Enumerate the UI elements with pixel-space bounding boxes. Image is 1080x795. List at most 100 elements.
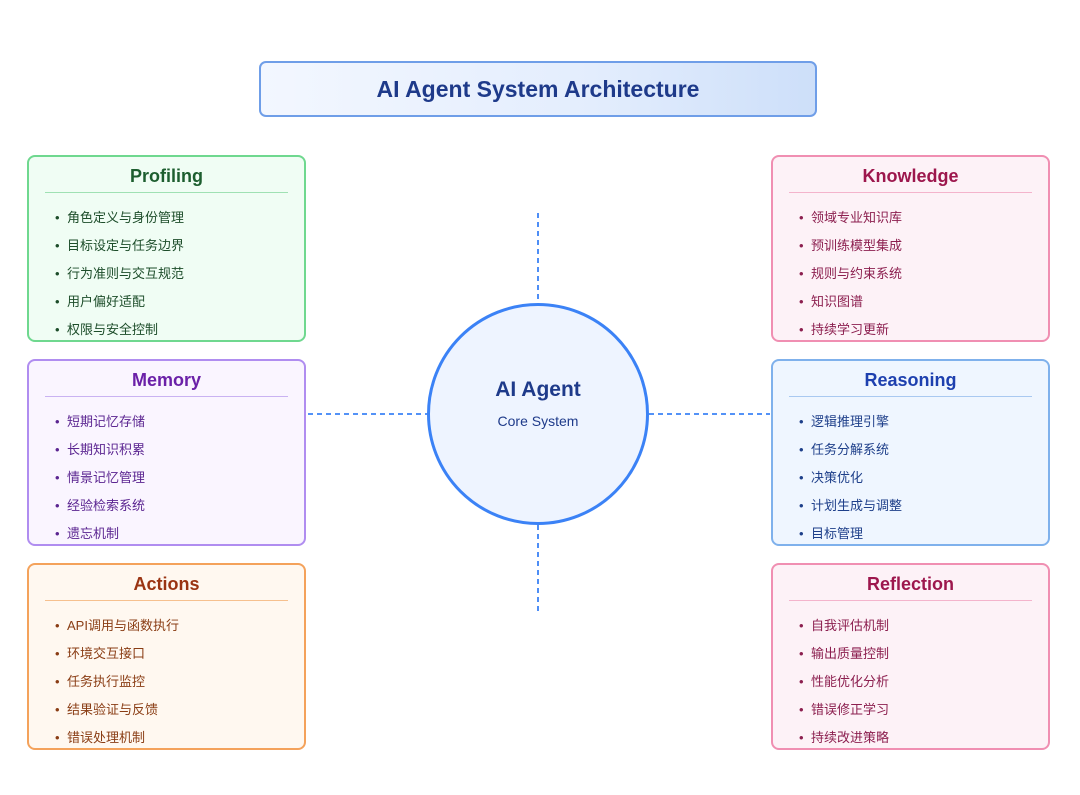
reflection-card: Reflection •自我评估机制 •输出质量控制 •性能优化分析 •错误修正… (771, 563, 1050, 750)
list-item: • 经验检索系统 (55, 492, 145, 520)
bullet: • (799, 702, 804, 717)
item-label: 持续改进策略 (811, 730, 890, 745)
profiling-title: Profiling (130, 166, 203, 186)
item-label: 逻辑推理引擎 (811, 414, 890, 429)
list-item: • 计划生成与调整 (799, 492, 902, 520)
item-label: 错误处理机制 (67, 730, 146, 745)
list-item: • 逻辑推理引擎 (799, 408, 902, 436)
list-item: • 错误修正学习 (799, 696, 889, 724)
item-label: 领域专业知识库 (811, 210, 903, 225)
actions-card: Actions •API调用与函数执行 • 环境交互接口 • 任务执行监控 •结果验… (27, 563, 306, 750)
list-item: • 遗忘机制 (55, 520, 145, 548)
bullet: • (799, 322, 804, 337)
list-item: • 短期记忆存储 (55, 408, 145, 436)
bullet: • (55, 238, 60, 253)
list-item: •知识图谱 (799, 288, 902, 316)
item-label: 目标设定与任务边界 (67, 238, 185, 253)
core-circle: AI Agent Core System (427, 303, 649, 525)
bullet: • (799, 618, 804, 633)
actions-divider (45, 600, 288, 601)
list-item: • 自我评估机制 (799, 612, 889, 640)
memory-card: Memory • 短期记忆存储 • 长期知识积累 • 情景记忆管理 • 经验检索系统 •… (27, 359, 306, 546)
item-label: 经验检索系统 (67, 498, 146, 513)
diagram-title: AI Agent System Architecture (376, 75, 700, 102)
item-label: 规则与约束系统 (811, 266, 903, 281)
bullet: • (799, 526, 804, 541)
item-label: 决策优化 (811, 470, 864, 485)
bullet: • (799, 238, 804, 253)
bullet: • (55, 470, 60, 485)
reflection-divider (789, 600, 1032, 601)
item-label: 用户偏好适配 (67, 294, 146, 309)
list-item: • 领域专业知识库 (799, 204, 902, 232)
list-item: • 持续学习更新 (799, 316, 902, 344)
item-label: 权限与安全控制 (67, 322, 159, 337)
bullet: • (55, 498, 60, 513)
bullet: • (799, 266, 804, 281)
bullet: • (55, 442, 60, 457)
bullet: • (799, 414, 804, 429)
bullet: • (55, 526, 60, 541)
list-item: •预训练模型集成 (799, 232, 902, 260)
knowledge-list: • 领域专业知识库 •预训练模型集成 • 规则与约束系统 •知识图谱 • 持续学习更新 (799, 204, 902, 344)
bullet: • (799, 730, 804, 745)
diagram-title-box: AI Agent System Architecture (259, 61, 817, 117)
reasoning-card: Reasoning • 逻辑推理引擎 •任务分解系统 • 决策优化 • 计划生成与调整… (771, 359, 1050, 546)
item-label: 性能优化分析 (811, 674, 890, 689)
bullet: • (55, 414, 60, 429)
item-label: 计划生成与调整 (811, 498, 903, 513)
list-item: •API调用与函数执行 (55, 612, 179, 640)
list-item: • 环境交互接口 (55, 640, 179, 668)
reasoning-title: Reasoning (864, 370, 957, 390)
reflection-list: •自我评估机制 •输出质量控制 •性能优化分析 •错误修正学习 •持续改进策略 (799, 612, 889, 752)
list-item: •权限与安全控制 (55, 316, 184, 344)
list-item: • 目标设定与任务边界 (55, 232, 184, 260)
core-subtitle: Core System (497, 413, 579, 429)
item-label: 错误修正学习 (811, 702, 890, 717)
actions-title: Actions (133, 574, 200, 594)
core-title: AI Agent (495, 378, 581, 401)
item-label: 长期知识积累 (67, 442, 146, 457)
bullet: • (55, 730, 60, 745)
memory-list: • 短期记忆存储 • 长期知识积累 • 情景记忆管理 • 经验检索系统 • 遗忘机制 (55, 408, 145, 548)
reflection-title: Reflection (866, 574, 954, 594)
knowledge-card: Knowledge • 领域专业知识库 •预训练模型集成 • 规则与约束系统 •知识… (771, 155, 1050, 342)
list-item: •结果验证与反馈 (55, 696, 179, 724)
bullet: • (55, 674, 60, 689)
item-label: 情景记忆管理 (67, 470, 146, 485)
item-label: 持续学习更新 (811, 322, 890, 337)
item-label: 角色定义与身份管理 (67, 210, 185, 225)
item-label: 遗忘机制 (67, 526, 120, 541)
knowledge-title: Knowledge (862, 166, 959, 186)
bullet: • (799, 498, 804, 513)
item-label: 行为准则与交互规范 (67, 266, 185, 281)
reasoning-list: • 逻辑推理引擎 •任务分解系统 • 决策优化 • 计划生成与调整 • 目标管理 (799, 408, 902, 548)
list-item: • 用户偏好适配 (55, 288, 184, 316)
bullet: • (799, 646, 804, 661)
item-label: 任务执行监控 (67, 674, 146, 689)
bullet: • (799, 674, 804, 689)
item-label: 短期记忆存储 (67, 414, 146, 429)
list-item: • 错误处理机制 (55, 724, 179, 752)
profiling-divider (45, 192, 288, 193)
item-label: 自我评估机制 (811, 618, 890, 633)
bullet: • (799, 210, 804, 225)
memory-title: Memory (131, 370, 202, 390)
bullet: • (799, 442, 804, 457)
bullet: • (55, 294, 60, 309)
profiling-list: •角色定义与身份管理 • 目标设定与任务边界 • 行为准则与交互规范 • 用户偏好适配… (55, 204, 184, 344)
bullet: • (55, 702, 60, 717)
list-item: • 情景记忆管理 (55, 464, 145, 492)
item-label: 环境交互接口 (67, 646, 146, 661)
list-item: • 性能优化分析 (799, 668, 889, 696)
bullet: • (55, 646, 60, 661)
bullet: • (799, 470, 804, 485)
list-item: • 任务执行监控 (55, 668, 179, 696)
bullet: • (55, 266, 60, 281)
list-item: •角色定义与身份管理 (55, 204, 184, 232)
bullet: • (799, 294, 804, 309)
list-item: •任务分解系统 (799, 436, 902, 464)
item-label: 目标管理 (811, 526, 864, 541)
memory-divider (45, 396, 288, 397)
